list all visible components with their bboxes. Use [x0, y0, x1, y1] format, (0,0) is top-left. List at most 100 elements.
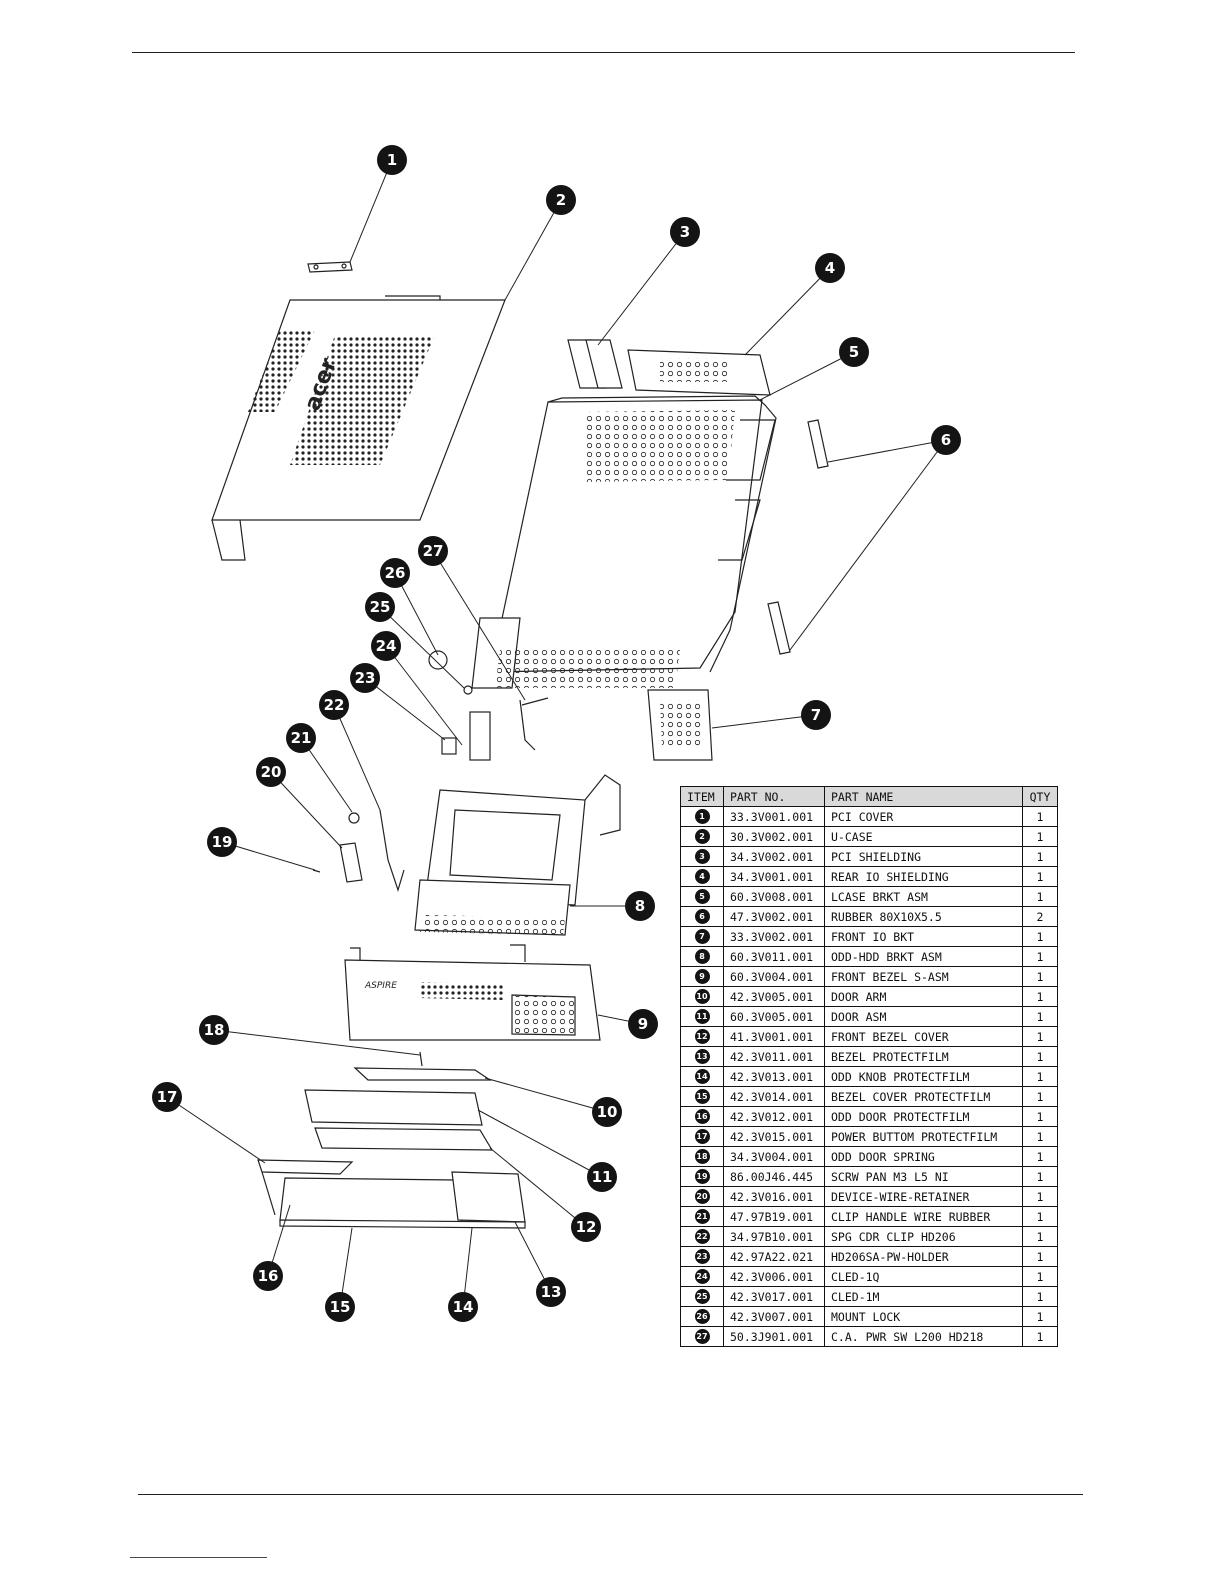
callout-14: 14 — [448, 1292, 478, 1322]
item-cell: 27 — [680, 1326, 724, 1347]
part-no-cell: 42.3V007.001 — [723, 1306, 825, 1327]
part-no-cell: 34.3V002.001 — [723, 846, 825, 867]
callout-15: 15 — [325, 1292, 355, 1322]
item-number-badge: 23 — [694, 1249, 710, 1264]
part-no-cell: 42.3V011.001 — [723, 1046, 825, 1067]
part-no-cell: 42.3V015.001 — [723, 1126, 825, 1147]
qty-cell: 1 — [1022, 1266, 1058, 1287]
callout-1: 1 — [377, 145, 407, 175]
qty-cell: 1 — [1022, 1066, 1058, 1087]
qty-cell: 1 — [1022, 1326, 1058, 1347]
callout-16: 16 — [253, 1261, 283, 1291]
callout-11: 11 — [587, 1162, 617, 1192]
item-cell: 15 — [680, 1086, 724, 1107]
odd-hdd-bracket-part — [414, 774, 621, 936]
pw-holder-part — [441, 737, 457, 755]
item-number-badge: 10 — [694, 989, 710, 1004]
item-cell: 22 — [680, 1226, 724, 1247]
item-cell: 1 — [680, 806, 724, 827]
qty-cell: 1 — [1022, 986, 1058, 1007]
item-cell: 3 — [680, 846, 724, 867]
callout-13: 13 — [536, 1277, 566, 1307]
part-name-cell: HD206SA-PW-HOLDER — [824, 1246, 1023, 1267]
header-item: ITEM — [680, 786, 724, 807]
bezel-protectfilm-part — [451, 1171, 526, 1223]
header-rule — [132, 52, 1075, 53]
callout-23: 23 — [350, 663, 380, 693]
item-cell: 24 — [680, 1266, 724, 1287]
callout-10: 10 — [592, 1097, 622, 1127]
part-no-cell: 42.3V012.001 — [723, 1106, 825, 1127]
qty-cell: 1 — [1022, 1226, 1058, 1247]
footer-link-underline[interactable] — [130, 1557, 267, 1558]
item-cell: 14 — [680, 1066, 724, 1087]
part-no-cell: 42.3V014.001 — [723, 1086, 825, 1107]
item-number-badge: 11 — [694, 1009, 710, 1024]
item-cell: 18 — [680, 1146, 724, 1167]
part-name-cell: SCRW PAN M3 L5 NI — [824, 1166, 1023, 1187]
item-cell: 4 — [680, 866, 724, 887]
item-cell: 8 — [680, 946, 724, 967]
part-name-cell: REAR IO SHIELDING — [824, 866, 1023, 887]
item-number-badge: 14 — [694, 1069, 710, 1084]
callout-24: 24 — [371, 631, 401, 661]
part-no-cell: 42.3V017.001 — [723, 1286, 825, 1307]
item-number-badge: 2 — [694, 829, 710, 844]
item-number-badge: 15 — [694, 1089, 710, 1104]
item-cell: 20 — [680, 1186, 724, 1207]
rubber-feet-part — [767, 419, 829, 655]
front-bezel-cover-part — [314, 1127, 494, 1151]
leader-lines — [166, 159, 947, 1308]
part-name-cell: DOOR ASM — [824, 1006, 1023, 1027]
callout-5: 5 — [839, 337, 869, 367]
qty-cell: 1 — [1022, 926, 1058, 947]
callout-25: 25 — [365, 592, 395, 622]
item-number-badge: 7 — [694, 929, 710, 944]
spring-clip-part — [379, 809, 405, 892]
qty-cell: 1 — [1022, 946, 1058, 967]
item-cell: 7 — [680, 926, 724, 947]
rear-io-shielding-part — [627, 349, 771, 396]
part-no-cell: 33.3V001.001 — [723, 806, 825, 827]
item-cell: 6 — [680, 906, 724, 927]
part-name-cell: CLED-1Q — [824, 1266, 1023, 1287]
qty-cell: 2 — [1022, 906, 1058, 927]
part-name-cell: DEVICE-WIRE-RETAINER — [824, 1186, 1023, 1207]
callout-6: 6 — [931, 425, 961, 455]
item-cell: 19 — [680, 1166, 724, 1187]
qty-cell: 1 — [1022, 806, 1058, 827]
callout-2: 2 — [546, 185, 576, 215]
qty-cell: 1 — [1022, 1186, 1058, 1207]
item-cell: 23 — [680, 1246, 724, 1267]
callout-8: 8 — [625, 891, 655, 921]
odd-door-film-part — [279, 1177, 463, 1223]
header-part-name: PART NAME — [824, 786, 1023, 807]
part-name-cell: FRONT BEZEL COVER — [824, 1026, 1023, 1047]
qty-cell: 1 — [1022, 866, 1058, 887]
part-name-cell: FRONT BEZEL S-ASM — [824, 966, 1023, 987]
item-cell: 11 — [680, 1006, 724, 1027]
part-no-cell: 34.3V004.001 — [723, 1146, 825, 1167]
part-no-cell: 60.3V005.001 — [723, 1006, 825, 1027]
part-name-cell: CLED-1M — [824, 1286, 1023, 1307]
callout-27: 27 — [418, 536, 448, 566]
item-number-badge: 18 — [694, 1149, 710, 1164]
part-no-cell: 60.3V011.001 — [723, 946, 825, 967]
part-name-cell: PCI SHIELDING — [824, 846, 1023, 867]
qty-cell: 1 — [1022, 1166, 1058, 1187]
qty-cell: 1 — [1022, 886, 1058, 907]
part-name-cell: FRONT IO BKT — [824, 926, 1023, 947]
part-no-cell: 42.3V005.001 — [723, 986, 825, 1007]
